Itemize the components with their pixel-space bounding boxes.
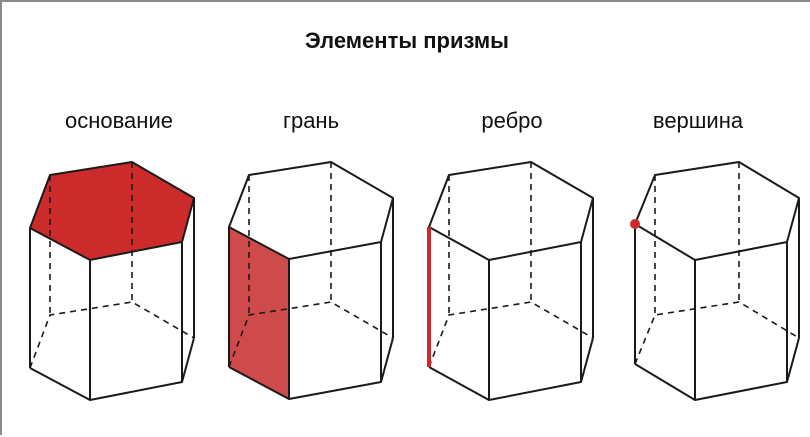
prism-vertex xyxy=(630,161,800,401)
label-vertex: вершина xyxy=(652,108,744,133)
highlighted-base xyxy=(28,160,196,262)
prism-face xyxy=(228,161,394,400)
prism-edge xyxy=(427,161,594,401)
hidden-edge xyxy=(29,301,195,369)
hidden-edge xyxy=(428,301,594,368)
edge xyxy=(29,337,195,401)
top-base xyxy=(634,161,800,261)
diagram-title: Элементы призмы xyxy=(305,28,509,53)
hidden-edge xyxy=(634,301,800,365)
label-edge: ребро xyxy=(481,108,543,133)
edge xyxy=(634,337,800,401)
label-base: основание xyxy=(65,108,173,133)
hidden-edge xyxy=(228,301,394,368)
highlighted-face xyxy=(229,227,289,399)
highlighted-vertex xyxy=(630,219,640,229)
label-face: грань xyxy=(282,108,340,133)
prism-base xyxy=(28,160,196,401)
edge xyxy=(228,337,394,400)
edge xyxy=(428,337,594,401)
top-base xyxy=(428,161,594,261)
